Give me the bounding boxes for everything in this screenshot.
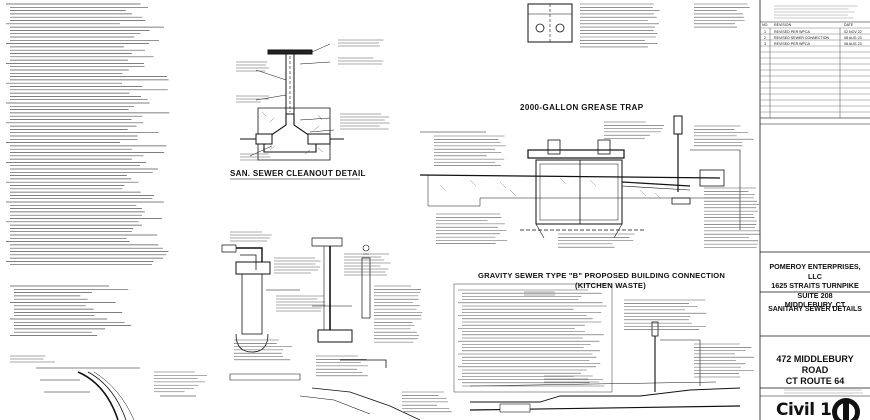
revision-header-no: NO. <box>762 23 769 27</box>
grease-trap-notes <box>580 3 750 48</box>
connection-callouts <box>434 121 761 296</box>
revision-header-rev: REVISION <box>774 23 792 27</box>
logo-mark <box>832 398 860 420</box>
firm-info: POMEROY ENTERPRISES, LLC 1625 STRAITS TU… <box>762 262 868 310</box>
site-address: 472 MIDDLEBURY ROAD CT ROUTE 64 <box>762 354 868 387</box>
revision-row-date: 02 NOV 22 <box>844 30 862 34</box>
revision-row-text: REVISED PER WPCA <box>774 42 810 46</box>
pipe-detail-callouts <box>230 231 452 413</box>
soil-hatch <box>439 177 662 200</box>
grease-trap-title: 2000-GALLON GREASE TRAP <box>520 103 644 112</box>
notes-box <box>453 283 613 393</box>
profile-callouts <box>544 299 754 383</box>
cleanout-detail-drawing <box>240 43 344 161</box>
revision-row-date: 08 AUG 23 <box>844 36 862 40</box>
sheet-title: SANITARY SEWER DETAILS <box>768 306 862 313</box>
cleanout-callouts <box>236 39 390 161</box>
company-logo-text: Civil 1 <box>776 400 832 420</box>
site-route: CT ROUTE 64 <box>785 376 845 386</box>
kitchen-waste-title: (KITCHEN WASTE) <box>575 281 646 290</box>
site-road: 472 MIDDLEBURY ROAD <box>776 354 854 375</box>
grease-trap-plan <box>527 3 573 43</box>
firm-name: POMEROY ENTERPRISES, LLC <box>769 262 861 281</box>
revision-row-date: 08 AUG 23 <box>844 42 862 46</box>
cleanout-title: SAN. SEWER CLEANOUT DETAIL <box>230 169 366 178</box>
trench-callouts <box>10 355 208 393</box>
revision-header-date: DATE <box>844 23 854 27</box>
revision-row-text: REVISED PER WPCA <box>774 30 810 34</box>
revision-row-no: 2 <box>764 36 766 40</box>
connection-notes-text <box>458 289 607 387</box>
revision-row-no: 1 <box>764 30 766 34</box>
building-connection-profile <box>419 115 741 239</box>
revision-row-no: 3 <box>764 42 766 46</box>
title-block-fine-print <box>774 5 864 394</box>
general-notes-text <box>6 3 170 336</box>
revision-row-text: REVISED SEWER CONNECTION <box>774 36 830 40</box>
revision-table-grid <box>760 27 870 119</box>
trench-bend-detail <box>36 367 196 420</box>
pipe-connection-detail <box>221 237 421 420</box>
gravity-sewer-title: GRAVITY SEWER TYPE "B" PROPOSED BUILDING… <box>478 271 726 280</box>
firm-suite: SUITE 208 <box>797 290 833 300</box>
firm-city: MIDDLEBURY, CT <box>784 300 846 310</box>
firm-street: 1625 STRAITS TURNPIKE <box>771 281 859 291</box>
